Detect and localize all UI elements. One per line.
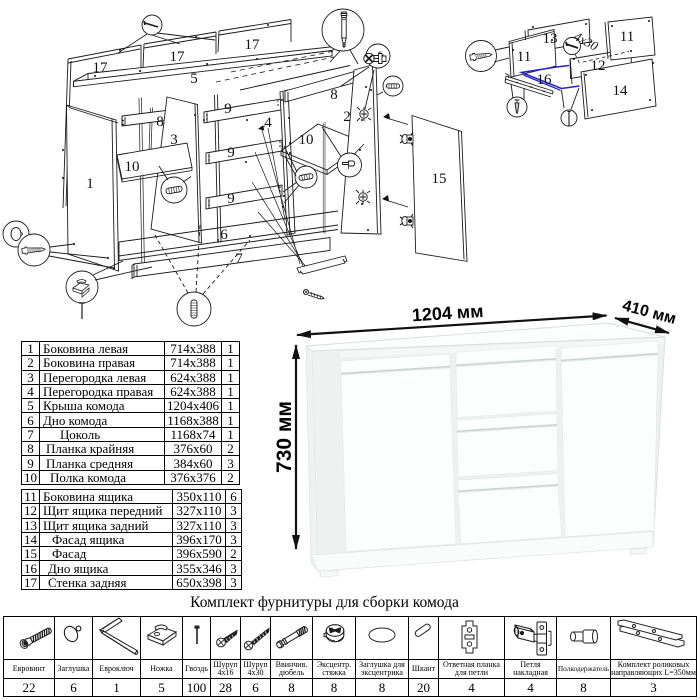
svg-text:8: 8 — [156, 114, 164, 130]
svg-text:4: 4 — [264, 115, 272, 131]
svg-text:16: 16 — [537, 72, 553, 88]
svg-text:1: 1 — [86, 176, 94, 192]
svg-text:11: 11 — [517, 49, 531, 65]
svg-text:15: 15 — [432, 171, 447, 187]
svg-text:1204 мм: 1204 мм — [411, 301, 484, 325]
svg-text:10: 10 — [299, 132, 314, 148]
svg-text:9: 9 — [227, 191, 235, 207]
svg-text:6: 6 — [220, 227, 228, 243]
svg-text:12: 12 — [591, 58, 606, 74]
svg-text:13: 13 — [543, 31, 558, 47]
svg-text:7: 7 — [235, 251, 243, 267]
svg-text:14: 14 — [613, 83, 629, 99]
svg-text:2: 2 — [343, 109, 351, 125]
svg-text:8: 8 — [330, 87, 338, 103]
svg-text:11: 11 — [620, 29, 634, 45]
svg-text:17: 17 — [93, 60, 109, 76]
svg-text:3: 3 — [170, 132, 178, 148]
svg-text:5: 5 — [190, 71, 198, 87]
svg-text:730 мм: 730 мм — [273, 401, 296, 473]
svg-text:9: 9 — [227, 145, 235, 161]
svg-text:10: 10 — [125, 159, 140, 175]
svg-text:17: 17 — [245, 37, 261, 53]
svg-text:17: 17 — [170, 49, 186, 65]
svg-text:9: 9 — [224, 101, 232, 117]
